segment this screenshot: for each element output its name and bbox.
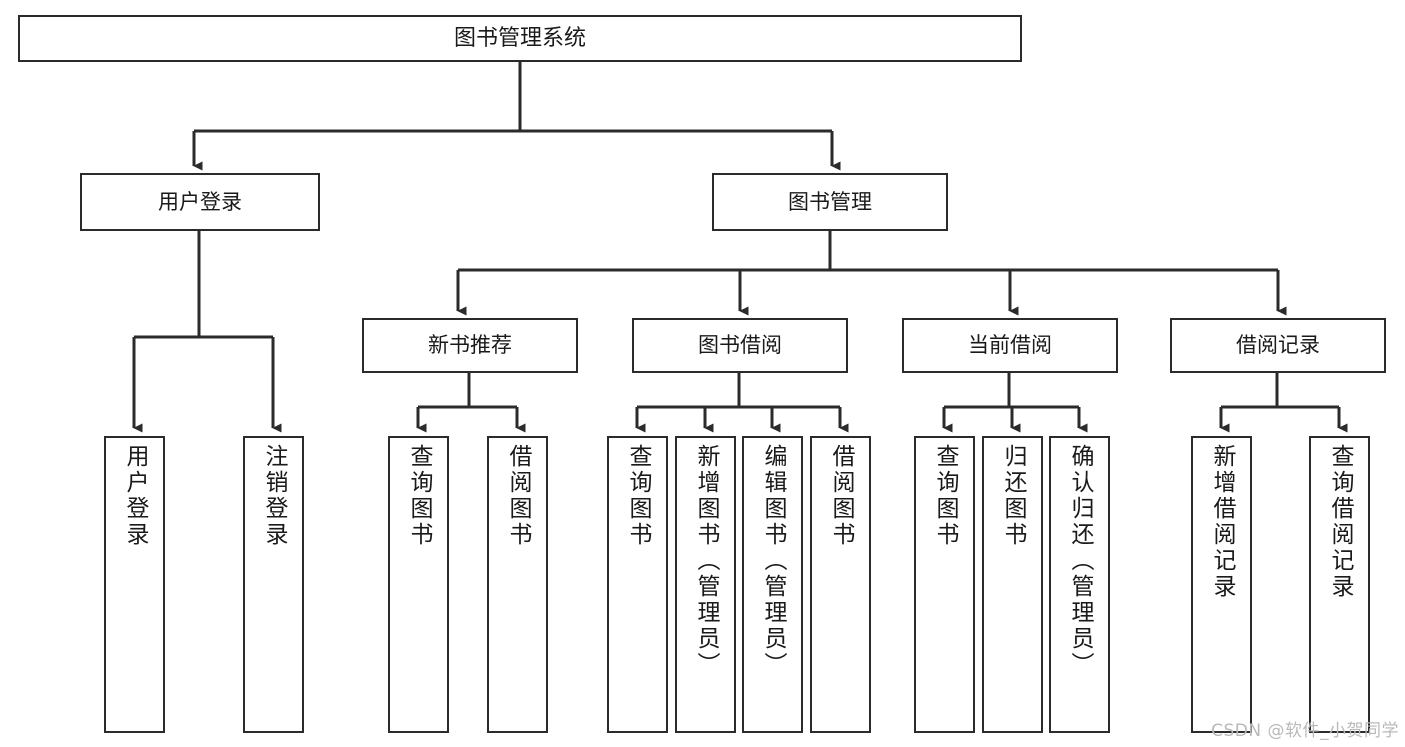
node-current-borrow[interactable]: 当前借阅 bbox=[902, 318, 1118, 373]
leaf-add-borrow-record[interactable]: 新增借阅记录 bbox=[1191, 436, 1252, 733]
leaf-borrow-book[interactable]: 借阅图书 bbox=[810, 436, 871, 733]
node-label: 新增图书（管理员） bbox=[693, 444, 719, 678]
node-label: 当前借阅 bbox=[968, 333, 1052, 358]
node-root-system[interactable]: 图书管理系统 bbox=[18, 15, 1022, 62]
leaf-borrow-book-recommend[interactable]: 借阅图书 bbox=[487, 436, 548, 733]
node-label: 归还图书 bbox=[1000, 444, 1026, 548]
node-label: 查询借阅记录 bbox=[1327, 444, 1353, 600]
node-label: 借阅图书 bbox=[505, 444, 531, 548]
node-label: 确认归还（管理员） bbox=[1067, 444, 1093, 678]
node-label: 用户登录 bbox=[158, 189, 242, 214]
leaf-query-book-borrow[interactable]: 查询图书 bbox=[607, 436, 668, 733]
node-label: 查询图书 bbox=[625, 444, 651, 548]
leaf-return-book[interactable]: 归还图书 bbox=[982, 436, 1043, 733]
node-label: 借阅图书 bbox=[828, 444, 854, 548]
leaf-user-login[interactable]: 用户登录 bbox=[104, 436, 165, 733]
leaf-add-book[interactable]: 新增图书（管理员） bbox=[675, 436, 736, 733]
node-new-book-recommend[interactable]: 新书推荐 bbox=[362, 318, 578, 373]
node-label: 编辑图书（管理员） bbox=[760, 444, 786, 678]
csdn-watermark: CSDN @软件_小贺同学 bbox=[1211, 721, 1399, 741]
node-book-manage[interactable]: 图书管理 bbox=[712, 173, 948, 231]
node-label: 查询图书 bbox=[406, 444, 432, 548]
node-label: 新增借阅记录 bbox=[1209, 444, 1235, 600]
leaf-query-book-current[interactable]: 查询图书 bbox=[914, 436, 975, 733]
node-label: 注销登录 bbox=[261, 444, 287, 548]
node-label: 用户登录 bbox=[122, 444, 148, 548]
node-label: 图书管理系统 bbox=[453, 25, 586, 51]
node-label: 图书管理 bbox=[788, 189, 872, 214]
node-book-borrow[interactable]: 图书借阅 bbox=[632, 318, 848, 373]
node-user-login[interactable]: 用户登录 bbox=[80, 173, 320, 231]
leaf-query-borrow-record[interactable]: 查询借阅记录 bbox=[1309, 436, 1370, 733]
leaf-edit-book[interactable]: 编辑图书（管理员） bbox=[742, 436, 803, 733]
node-label: 图书借阅 bbox=[698, 333, 782, 358]
leaf-logout-login[interactable]: 注销登录 bbox=[243, 436, 304, 733]
node-label: 新书推荐 bbox=[428, 333, 512, 358]
leaf-confirm-return[interactable]: 确认归还（管理员） bbox=[1049, 436, 1110, 733]
node-borrow-record[interactable]: 借阅记录 bbox=[1170, 318, 1386, 373]
node-label: 借阅记录 bbox=[1236, 333, 1320, 358]
leaf-query-book-recommend[interactable]: 查询图书 bbox=[388, 436, 449, 733]
node-label: 查询图书 bbox=[932, 444, 958, 548]
